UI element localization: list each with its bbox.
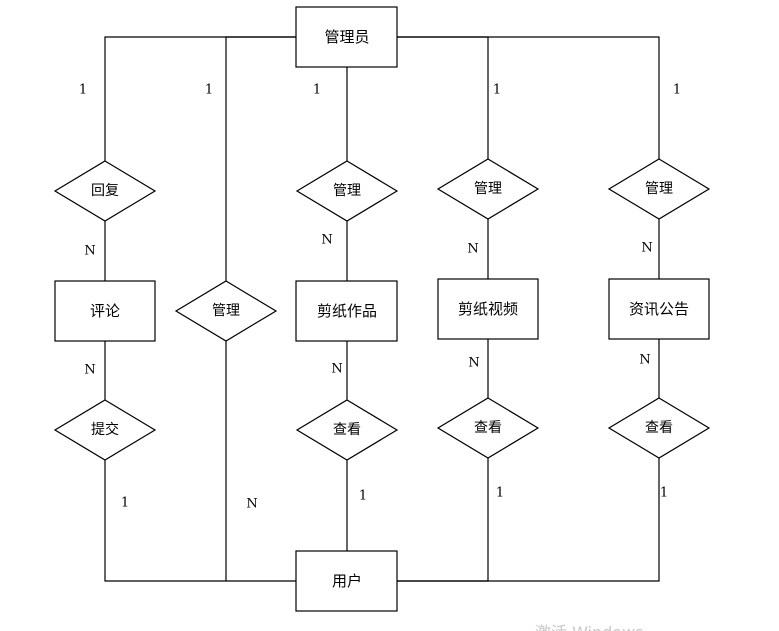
card-view-news-user: 1 [660,486,668,501]
line-admin-manage-news [397,36,660,159]
card-video-view: N [468,356,479,371]
entity-comment-label: 评论 [90,302,120,320]
card-view-work-user: 1 [359,489,367,504]
rel-manage-news-label: 管理 [645,181,673,197]
rel-reply-label: 回复 [91,182,119,199]
line-submit-user [104,460,296,582]
rel-reply-diamond [53,160,157,222]
entity-admin-box [295,6,398,68]
card-view-video-user: 1 [496,486,504,501]
activation-watermark: 激活 Windows [535,623,644,631]
rel-manage-news-diamond [607,158,711,220]
rel-manage-work-diamond [295,160,399,222]
card-manage-user-user: N [246,497,257,512]
card-admin-manage-user: 1 [205,83,213,98]
line-view-video-user [397,458,489,582]
entity-video-label: 剪纸视频 [458,300,518,318]
card-admin-reply: 1 [79,83,87,98]
entity-news-box [608,278,710,340]
rel-manage-user-label: 管理 [212,303,240,319]
rel-submit-diamond [53,399,157,461]
card-admin-manage-work: 1 [313,83,321,98]
line-view-news-user [397,458,660,582]
card-manage-video-video: N [467,242,478,257]
entity-work-box [295,280,398,342]
entity-work-label: 剪纸作品 [317,302,377,320]
card-submit-user: 1 [121,496,129,511]
entity-news-label: 资讯公告 [629,300,689,318]
rel-manage-work-label: 管理 [333,183,361,199]
rel-view-news-label: 查看 [645,420,673,436]
card-comment-submit: N [84,363,95,378]
entity-video-box [437,278,539,340]
card-admin-manage-news: 1 [673,83,681,98]
connector-lines [104,36,660,582]
card-news-view: N [639,353,650,368]
card-admin-manage-video: 1 [493,83,501,98]
line-admin-reply [104,36,296,161]
entity-user-box [295,550,398,612]
entity-comment-box [54,280,156,342]
rel-view-video-label: 查看 [474,420,502,436]
card-manage-work-work: N [321,233,332,248]
entity-admin-label: 管理员 [324,28,369,46]
entity-user-label: 用户 [332,572,362,590]
line-admin-manage-video [397,36,489,159]
rel-view-work-label: 查看 [333,422,361,438]
rel-manage-video-label: 管理 [474,181,502,197]
card-work-view: N [331,362,342,377]
rel-manage-video-diamond [436,158,540,220]
card-manage-news-news: N [641,241,652,256]
rel-manage-user-diamond [174,280,278,342]
rel-view-work-diamond [295,399,399,461]
card-reply-comment: N [84,244,95,259]
line-admin-manage-user [225,36,296,281]
rel-view-news-diamond [607,397,711,459]
rel-view-video-diamond [436,397,540,459]
rel-submit-label: 提交 [91,421,119,438]
